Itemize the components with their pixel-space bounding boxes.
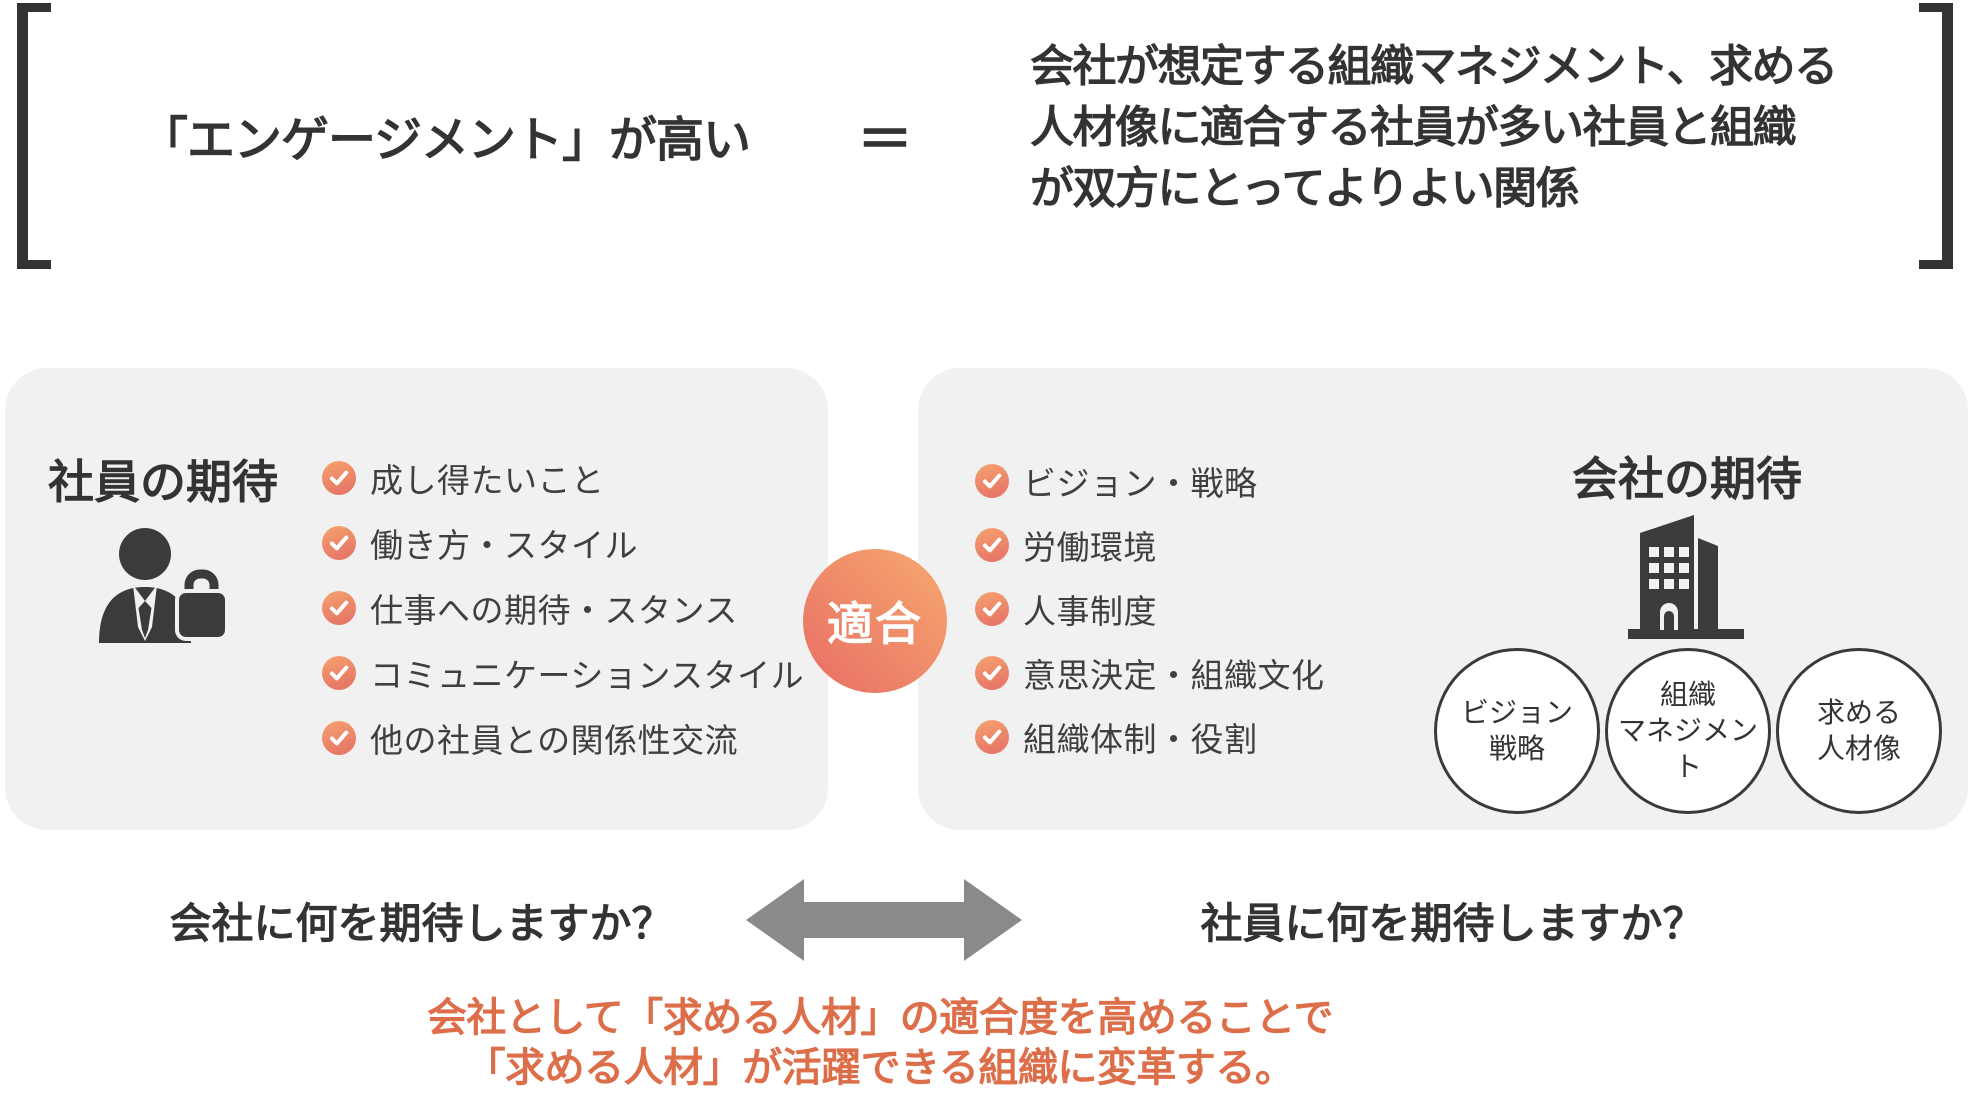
item-label: 組織体制・役割: [1023, 721, 1258, 758]
circle-label-line: ビジョン: [1460, 697, 1573, 728]
definition-line: が双方にとってよりよい関係: [1030, 164, 1580, 213]
equals-sign: ＝: [857, 108, 913, 171]
company-expectation-item: 組織体制・役割: [975, 719, 1258, 758]
item-label: 成し得たいこと: [370, 462, 605, 499]
check-icon: [322, 526, 356, 560]
item-label: 仕事への期待・スタンス: [370, 592, 738, 629]
conclusion-statement: 会社として「求める人材」の適合度を高めることで 「求める人材」が活躍できる組織に…: [300, 993, 1460, 1093]
company-expectation-item: ビジョン・戦略: [975, 463, 1258, 502]
item-label: 労働環境: [1023, 529, 1157, 566]
company-expectation-item: 労働環境: [975, 527, 1157, 566]
definition-line: 人材像に適合する社員が多い社員と組織: [1030, 103, 1797, 152]
check-icon: [975, 592, 1009, 626]
check-icon: [975, 720, 1009, 754]
fit-badge: 適合: [803, 549, 947, 693]
circle-label-line: 戦略: [1488, 733, 1545, 764]
pillar-circle-ideal-talent: 求める 人材像: [1776, 648, 1942, 814]
item-label: 人事制度: [1023, 593, 1157, 630]
check-icon: [322, 656, 356, 690]
left-bracket-decoration: [17, 3, 51, 269]
circle-label-line: 組織: [1659, 679, 1716, 710]
circle-label-line: 求める: [1816, 697, 1901, 728]
right-bracket-decoration: [1919, 3, 1953, 269]
engagement-term: 「エンゲージメント」が高い: [140, 114, 751, 167]
question-to-employee: 社員に何を期待しますか？: [1200, 900, 1705, 947]
conclusion-line: 「求める人材」が活躍できる組織に変革する。: [465, 1046, 1295, 1090]
employee-expectation-item: 成し得たいこと: [322, 460, 605, 499]
building-icon: [1628, 515, 1744, 639]
pillar-circle-org-management: 組織 マネジメント: [1605, 648, 1771, 814]
check-icon: [322, 721, 356, 755]
check-icon: [322, 461, 356, 495]
employee-expectation-item: 働き方・スタイル: [322, 525, 638, 564]
question-to-company: 会社に何を期待しますか？: [169, 900, 674, 947]
check-icon: [975, 464, 1009, 498]
employee-expectation-item: 仕事への期待・スタンス: [322, 590, 738, 629]
check-icon: [975, 528, 1009, 562]
circle-label-line: 人材像: [1816, 733, 1901, 764]
company-expectation-item: 意思決定・組織文化: [975, 655, 1325, 694]
person-briefcase-icon: [99, 528, 229, 643]
check-icon: [975, 656, 1009, 690]
employee-panel-title: 社員の期待: [48, 456, 278, 508]
employee-expectation-item: 他の社員との関係性交流: [322, 720, 738, 759]
item-label: コミュニケーションスタイル: [370, 657, 805, 694]
item-label: ビジョン・戦略: [1023, 465, 1258, 502]
pillar-circle-vision-strategy: ビジョン 戦略: [1434, 648, 1600, 814]
company-expectation-item: 人事制度: [975, 591, 1157, 630]
item-label: 他の社員との関係性交流: [370, 722, 739, 759]
circle-label-line: マネジメント: [1617, 715, 1758, 782]
definition-line: 会社が想定する組織マネジメント、求める: [1030, 42, 1838, 91]
double-arrow-icon: [746, 879, 1022, 961]
check-icon: [322, 591, 356, 625]
engagement-definition: 会社が想定する組織マネジメント、求める 人材像に適合する社員が多い社員と組織 が…: [1030, 36, 1910, 219]
item-label: 意思決定・組織文化: [1023, 657, 1325, 694]
company-panel-title: 会社の期待: [1572, 453, 1802, 505]
employee-expectation-item: コミュニケーションスタイル: [322, 655, 804, 694]
conclusion-line: 会社として「求める人材」の適合度を高めることで: [426, 996, 1334, 1040]
item-label: 働き方・スタイル: [370, 527, 638, 564]
